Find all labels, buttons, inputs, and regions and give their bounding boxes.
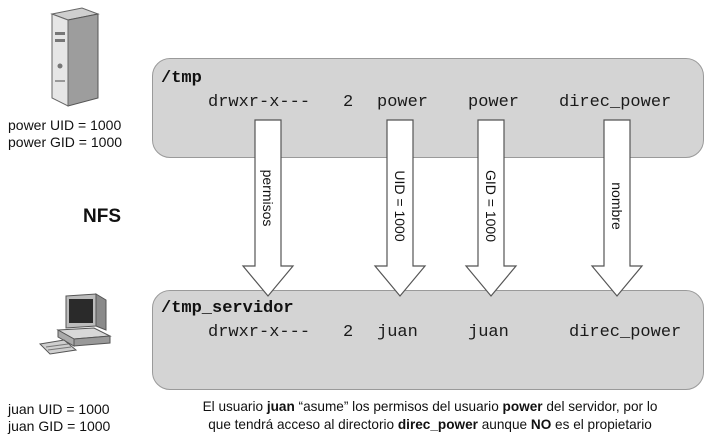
client-perms: drwxr-x--- <box>208 323 311 342</box>
client-path: /tmp_servidor <box>161 299 294 318</box>
caption-text: “asume” los permisos del usuario <box>294 399 503 414</box>
caption: El usuario juan “asume” los permisos del… <box>156 398 704 434</box>
server-path: /tmp <box>161 69 202 88</box>
arrow-label-gid: GID = 1000 <box>483 170 499 242</box>
client-links: 2 <box>343 323 354 342</box>
caption-text: que tendrá acceso al directorio <box>208 417 398 432</box>
arrow-label-uid: UID = 1000 <box>392 170 408 242</box>
nfs-label: NFS <box>83 206 121 227</box>
client-group: juan <box>468 323 509 342</box>
arrow-label-nombre: nombre <box>609 182 625 230</box>
caption-text: del servidor, por lo <box>542 399 658 414</box>
server-owner: power <box>377 93 429 112</box>
caption-text: aunque <box>477 417 531 432</box>
caption-line-2: que tendrá acceso al directorio direc_po… <box>156 416 704 434</box>
arrow-label-permisos: permisos <box>260 169 276 227</box>
client-gid-label: juan GID = 1000 <box>8 418 111 434</box>
computer-icon <box>38 293 112 355</box>
server-icon <box>50 7 100 107</box>
arrow-uid <box>373 119 427 297</box>
caption-bold: power <box>502 399 543 414</box>
server-gid-label: power GID = 1000 <box>8 134 123 150</box>
server-perms: drwxr-x--- <box>208 93 311 112</box>
server-uid-label: power UID = 1000 <box>8 117 122 133</box>
caption-text: es el propietario <box>551 417 652 432</box>
arrow-permisos <box>241 119 295 297</box>
client-uid-label: juan UID = 1000 <box>8 401 110 417</box>
server-dir-name: direc_power <box>559 93 672 112</box>
server-group: power <box>468 93 520 112</box>
caption-bold: direc_power <box>397 417 478 432</box>
arrow-gid <box>464 119 518 297</box>
client-directory-panel: /tmp_servidor drwxr-x--- 2 juan juan dir… <box>152 290 704 390</box>
caption-bold: juan <box>266 399 295 414</box>
arrow-nombre <box>590 119 644 297</box>
caption-bold: NO <box>530 417 552 432</box>
client-owner: juan <box>377 323 418 342</box>
caption-text: El usuario <box>202 399 267 414</box>
caption-line-1: El usuario juan “asume” los permisos del… <box>156 398 704 416</box>
server-directory-panel: /tmp drwxr-x--- 2 power power direc_powe… <box>152 58 704 158</box>
server-links: 2 <box>343 93 354 112</box>
client-dir-name: direc_power <box>569 323 682 342</box>
